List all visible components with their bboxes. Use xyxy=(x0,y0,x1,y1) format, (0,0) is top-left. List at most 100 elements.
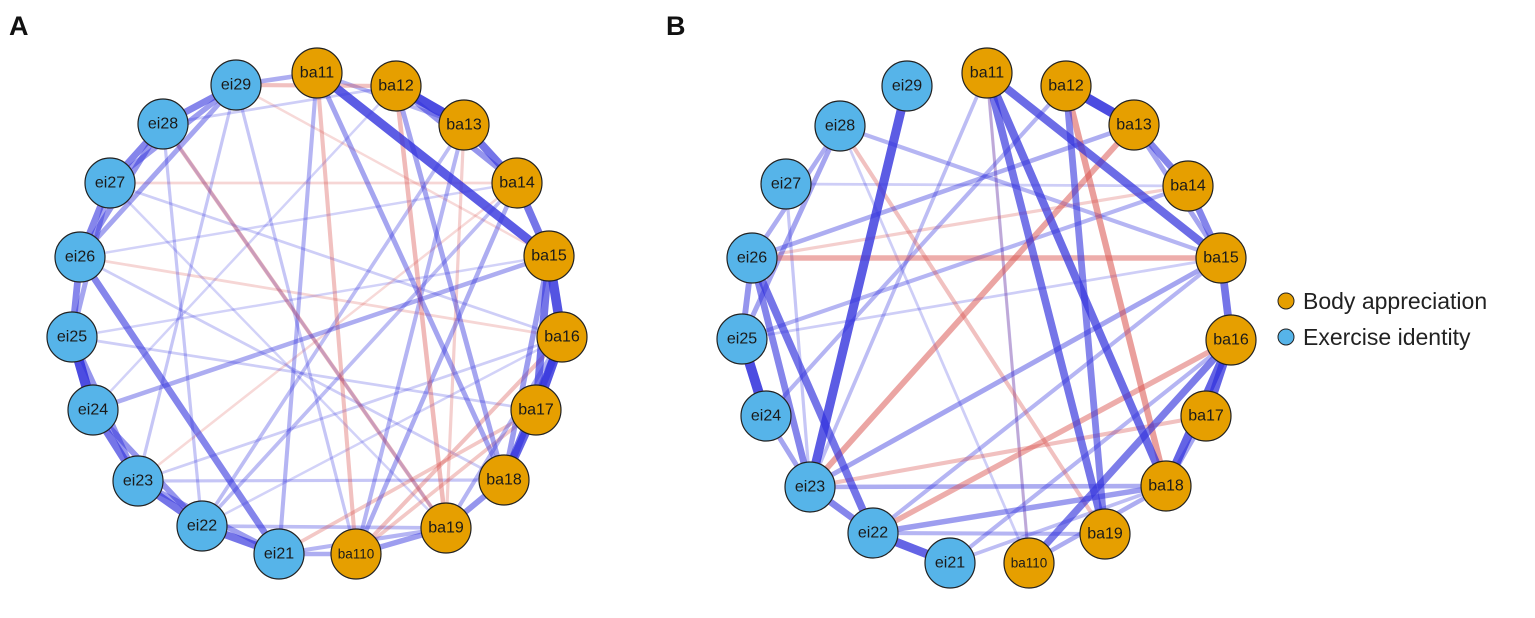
panel-b-node-ei25: ei25 xyxy=(716,313,768,365)
legend-swatch-body-appreciation xyxy=(1277,292,1295,310)
panel-b-node-ei26: ei26 xyxy=(726,232,778,284)
panel-a-node-circle-ba18 xyxy=(478,454,530,506)
panel-a-edge-ba12-ba19 xyxy=(393,83,449,531)
panel-b-edge-ei28-ba15 xyxy=(837,123,1224,261)
panel-b-node-ei21: ei21 xyxy=(924,537,976,589)
panel-a-edge-ba15-ba18 xyxy=(501,253,552,483)
panel-a-node-circle-ei22 xyxy=(176,500,228,552)
panel-b-edge-ei29-ei23 xyxy=(805,81,912,492)
panel-b-edge-ei26-ei22 xyxy=(748,254,877,537)
panel-b-edge-ba11-ba15 xyxy=(982,68,1226,263)
panel-b-node-circle-ei22 xyxy=(847,507,899,559)
panel-a-edge-ei22-ba19 xyxy=(200,524,448,530)
panel-a-node-ba17: ba17 xyxy=(510,384,562,436)
panel-b-node-circle-ei27 xyxy=(760,158,812,210)
legend-item-exercise-identity: Exercise identity xyxy=(1277,324,1471,350)
panel-b-node-label-ba11: ba11 xyxy=(970,65,1005,82)
panel-a-node-label-ei25: ei25 xyxy=(57,329,87,346)
panel-b-node-label-ei25: ei25 xyxy=(727,331,757,348)
panel-b-node-circle-ba17 xyxy=(1180,390,1232,442)
panel-a-node-circle-ei29 xyxy=(210,59,262,111)
panel-a-node-ei22: ei22 xyxy=(176,500,228,552)
panel-b-node-ei28: ei28 xyxy=(814,100,866,152)
panel-a-edge-ei29-ei26 xyxy=(77,82,239,260)
panel-a-edge-ba17-ei21 xyxy=(277,408,538,556)
panel-a-node-circle-ei24 xyxy=(67,384,119,436)
panel-a-node-ei26: ei26 xyxy=(54,231,106,283)
panel-a-node-circle-ei28 xyxy=(137,98,189,150)
panel-a-node-label-ei28: ei28 xyxy=(148,116,178,133)
panel-a-node-circle-ba19 xyxy=(420,502,472,554)
legend: Body appreciation Exercise identity xyxy=(1277,288,1487,350)
panel-b-node-ei29: ei29 xyxy=(881,60,933,112)
panel-b-node-circle-ba16 xyxy=(1205,314,1257,366)
panel-b-edge-ba11-ba110 xyxy=(985,71,1031,565)
panel-a-edge-ei28-ba19 xyxy=(161,122,448,530)
panel-b-node-ba110: ba110 xyxy=(1003,537,1055,589)
panel-a-edge-ei25-ba15 xyxy=(70,254,551,339)
panel-a-nodes: ba11ba12ba13ba14ba15ba16ba17ba18ba19ba11… xyxy=(46,47,588,580)
panel-a-node-circle-ei26 xyxy=(54,231,106,283)
panel-a-edge-ba11-ei21 xyxy=(276,70,320,557)
panel-b-node-circle-ei21 xyxy=(924,537,976,589)
legend-item-body-appreciation: Body appreciation xyxy=(1277,288,1487,314)
panel-a-node-circle-ei25 xyxy=(46,311,98,363)
panel-a-node-circle-ba13 xyxy=(438,99,490,151)
panel-b-edge-ba11-ba19 xyxy=(983,69,1109,538)
panel-a-node-ei28: ei28 xyxy=(137,98,189,150)
panel-b-node-circle-ei24 xyxy=(740,390,792,442)
legend-label-body-appreciation: Body appreciation xyxy=(1303,288,1487,314)
panel-a-edge-ei25-ba17 xyxy=(70,335,538,412)
panel-a-node-label-ba18: ba18 xyxy=(486,472,522,489)
panel-a-node-circle-ba110 xyxy=(330,528,382,580)
panel-a-node-ei29: ei29 xyxy=(210,59,262,111)
panel-b-nodes: ba11ba12ba13ba14ba15ba16ba17ba18ba19ba11… xyxy=(716,47,1257,589)
panel-a-node-ei21: ei21 xyxy=(253,528,305,580)
panel-a-edge-ei22-ba16 xyxy=(200,335,564,528)
panel-b-edge-ei22-ba15 xyxy=(870,255,1224,536)
panel-b-node-ba18: ba18 xyxy=(1140,460,1192,512)
panel-a-node-circle-ba16 xyxy=(536,311,588,363)
panel-a-node-label-ba13: ba13 xyxy=(446,117,482,134)
panel-b-node-ei23: ei23 xyxy=(784,461,836,513)
panel-b-node-circle-ei26 xyxy=(726,232,778,284)
panel-a-node-circle-ei21 xyxy=(253,528,305,580)
panel-b-node-label-ei22: ei22 xyxy=(858,525,888,542)
panel-a-node-label-ba12: ba12 xyxy=(378,78,414,95)
panel-a-letter: A xyxy=(9,11,29,41)
panel-a-network: ba11ba12ba13ba14ba15ba16ba17ba18ba19ba11… xyxy=(46,47,588,580)
panel-a-edges xyxy=(67,68,567,558)
panel-b-node-ei24: ei24 xyxy=(740,390,792,442)
panel-b-node-circle-ei29 xyxy=(881,60,933,112)
panel-a-edge-ei26-ba18 xyxy=(78,255,506,482)
panel-b-node-ba11: ba11 xyxy=(961,47,1013,99)
panel-b-node-ei27: ei27 xyxy=(760,158,812,210)
panel-a-node-ei25: ei25 xyxy=(46,311,98,363)
panel-a-node-ba16: ba16 xyxy=(536,311,588,363)
panel-a-node-label-ba17: ba17 xyxy=(518,402,554,419)
panel-a-node-label-ba16: ba16 xyxy=(544,329,580,346)
panel-b-node-ba17: ba17 xyxy=(1180,390,1232,442)
panel-a-node-ba19: ba19 xyxy=(420,502,472,554)
panel-b-edge-ei22-ba16 xyxy=(870,337,1234,536)
panel-b-node-circle-ei23 xyxy=(784,461,836,513)
panel-a-node-ba14: ba14 xyxy=(491,157,543,209)
panel-b-edge-ba16-ba110 xyxy=(1025,336,1235,567)
panel-b-network: ba11ba12ba13ba14ba15ba16ba17ba18ba19ba11… xyxy=(716,47,1257,589)
panel-a-edge-ba11-ba110 xyxy=(314,70,359,557)
panel-b-edge-ba11-ba18 xyxy=(982,68,1171,491)
panel-a-node-label-ei22: ei22 xyxy=(187,518,217,535)
panel-b-node-circle-ba13 xyxy=(1108,99,1160,151)
panel-a-node-label-ei24: ei24 xyxy=(78,402,108,419)
panel-b-node-label-ei28: ei28 xyxy=(825,118,855,135)
panel-a-edge-ba11-ba15 xyxy=(312,68,554,261)
panel-b-edge-ei26-ei23 xyxy=(748,254,814,491)
panel-b-node-label-ba15: ba15 xyxy=(1203,250,1239,267)
panel-a-node-circle-ba12 xyxy=(370,60,422,112)
panel-b-edge-ei21-ba16 xyxy=(947,337,1234,566)
panel-a-node-label-ei26: ei26 xyxy=(65,249,95,266)
panel-b-node-label-ba16: ba16 xyxy=(1213,332,1249,349)
panel-a-edge-ba14-ei22 xyxy=(200,181,519,528)
panel-b-edge-ba11-ba110 xyxy=(985,71,1031,565)
